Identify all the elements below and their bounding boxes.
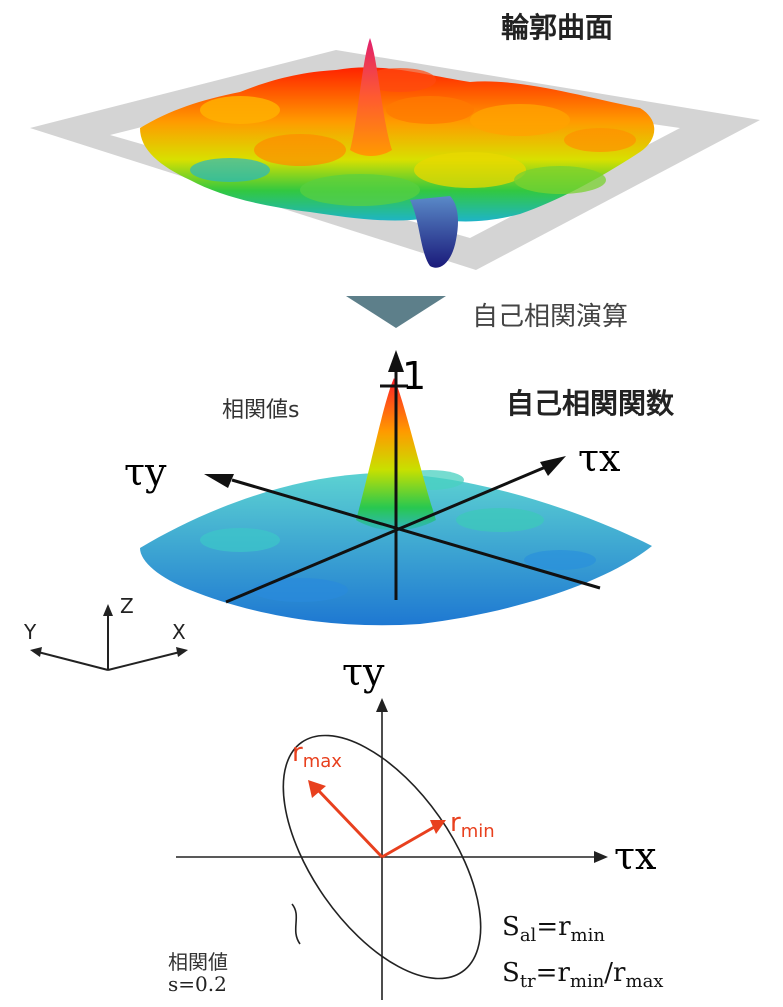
- str-eq: =r: [535, 958, 570, 988]
- r-max-r: r: [292, 738, 303, 768]
- autocorrelation-op-label: 自己相関演算: [472, 302, 629, 332]
- tau-x-2d-arrowhead: [594, 851, 608, 863]
- str-r1-sub: min: [569, 971, 605, 993]
- str-s-sub: tr: [519, 971, 536, 993]
- contour-surface: [140, 38, 655, 268]
- peak-one-label: 1: [402, 354, 427, 398]
- sal-r-sub: min: [570, 925, 605, 947]
- str-s: S: [502, 958, 520, 988]
- xyz-triad: [30, 604, 188, 671]
- acf-axes: [225, 364, 601, 604]
- tau-y-label-2d: τy: [342, 650, 385, 694]
- leader-line: [291, 903, 301, 945]
- corr-value-s-label: 相関値s: [222, 398, 300, 423]
- str-slash: /r: [604, 958, 626, 988]
- str-formula: Str=rmin/rmax: [502, 958, 663, 992]
- tau-y-label-3d: τy: [124, 450, 167, 494]
- r-max-label: rmax: [292, 738, 342, 772]
- r-min-sub: min: [460, 821, 495, 843]
- contour-surface-title: 輪郭曲面: [501, 11, 614, 44]
- r-vectors: [308, 780, 446, 859]
- tau-x-label-3d: τx: [578, 436, 621, 480]
- tau-x-arrowhead: [540, 456, 566, 476]
- sal-s: S: [502, 912, 520, 942]
- r-max-sub: max: [302, 751, 342, 773]
- axis-x-label: X: [172, 620, 186, 644]
- sal-s-sub: al: [519, 925, 537, 947]
- sal-eq: =r: [536, 912, 571, 942]
- tau-y-2d-arrowhead: [376, 698, 388, 712]
- tau-z-arrowhead: [388, 350, 404, 372]
- str-r2-sub: max: [625, 971, 664, 993]
- r-min-label: rmin: [450, 808, 495, 842]
- ellipse-plot: [176, 708, 596, 1000]
- corr-value-jp-label: 相関値: [168, 950, 228, 974]
- r-min-r: r: [450, 808, 461, 838]
- autocorrelation-fn-title: 自己相関関数: [506, 387, 675, 420]
- corr-value-eq-label: s=0.2: [168, 972, 227, 996]
- sal-formula: Sal=rmin: [502, 912, 605, 946]
- tau-x-label-2d: τx: [614, 834, 657, 878]
- tau-y-arrowhead: [204, 474, 234, 488]
- operation-arrow: [346, 296, 446, 328]
- axis-y-label: Y: [24, 620, 37, 644]
- axis-z-label: Z: [120, 594, 134, 618]
